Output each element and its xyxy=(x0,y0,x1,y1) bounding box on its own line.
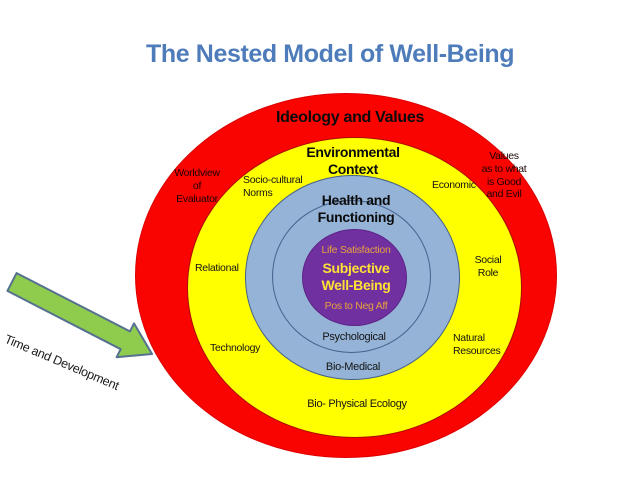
sector-label-bio-medical: Bio-Medical xyxy=(325,361,381,373)
sector-label-worldview-of-evaluator: Worldview of Evaluator xyxy=(174,167,220,205)
page-title: The Nested Model of Well-Being xyxy=(146,40,515,68)
sector-label-natural-resources: Natural Resources xyxy=(453,332,501,357)
ring-label-ideology-and-values: Ideology and Values xyxy=(275,109,425,126)
ring-psychological-inner xyxy=(272,200,431,353)
core-label-life-satisfaction: Life Satisfaction xyxy=(321,244,391,256)
ring-label-health-and-functioning: Health and Functioning xyxy=(317,192,395,225)
ring-label-environmental-context: Environmental Context xyxy=(306,144,400,177)
sector-label-bio-physical-ecology: Bio- Physical Ecology xyxy=(307,398,407,410)
sector-label-psychological: Psychological xyxy=(322,331,386,343)
core-label-subjective-well-being: Subjective Well-Being xyxy=(321,260,391,293)
sector-label-values-good-and-evil: Values as to what is Good and Evil xyxy=(481,150,527,201)
core-subjective-well-being xyxy=(302,229,407,326)
sector-label-relational: Relational xyxy=(195,262,239,274)
sector-label-technology: Technology xyxy=(210,342,261,354)
core-label-pos-to-neg-aff: Pos to Neg Aff xyxy=(324,300,388,312)
sector-label-socio-cultural-norms: Socio-cultural Norms xyxy=(243,174,303,199)
time-development-arrow-icon xyxy=(6,272,153,359)
sector-label-economic: Economic xyxy=(432,179,476,191)
sector-label-social-role: Social Role xyxy=(474,254,502,279)
